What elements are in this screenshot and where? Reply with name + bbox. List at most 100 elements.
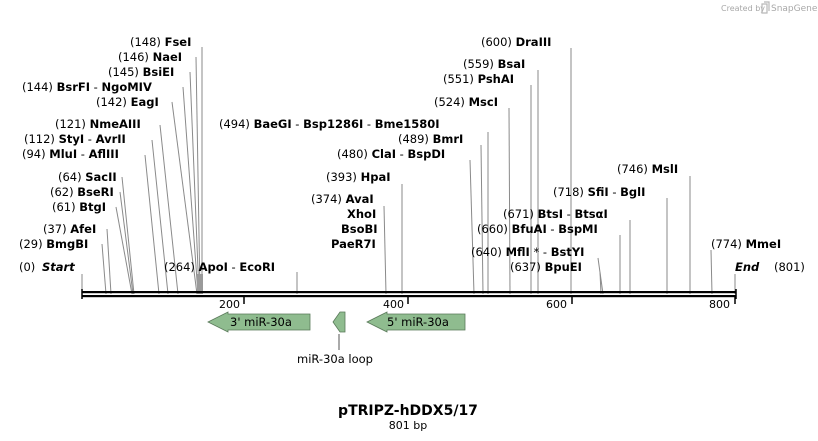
site-position: (62) bbox=[50, 185, 77, 199]
site-label-fsei: (148) FseI bbox=[130, 35, 191, 49]
feature-3-mir-30a[interactable]: 3' miR-30a bbox=[207, 311, 311, 333]
enzyme-name: MflI bbox=[506, 245, 530, 259]
site-position: (393) bbox=[326, 170, 361, 184]
leader-btgi bbox=[115, 206, 133, 295]
enzyme-name: MslI bbox=[652, 162, 679, 176]
enzyme-name: EcoRI bbox=[239, 260, 275, 274]
site-label-xhoi: XhoI bbox=[347, 207, 376, 221]
enzyme-name: BsrFI bbox=[57, 80, 90, 94]
site-label-bsobi: BsoBI bbox=[341, 222, 378, 236]
site-label-naei: (146) NaeI bbox=[118, 50, 182, 64]
enzyme-name: MmeI bbox=[746, 237, 782, 251]
enzyme-name: DraIII bbox=[516, 35, 552, 49]
site-label-bsiei: (145) BsiEI bbox=[108, 65, 174, 79]
site-position: (374) bbox=[311, 192, 346, 206]
leader-bmgbi bbox=[101, 243, 107, 295]
enzyme-name: AvaI bbox=[346, 192, 374, 206]
site-position: (142) bbox=[96, 95, 131, 109]
leader-bsiei bbox=[189, 71, 200, 295]
site-label-btgi: (61) BtgI bbox=[52, 200, 106, 214]
site-position: (112) bbox=[24, 132, 59, 146]
site-label-mlui: (94) MluI - AflIII bbox=[22, 147, 119, 161]
enzyme-name: BstYI bbox=[551, 245, 585, 259]
site-label-sfii: (718) SfiI - BglI bbox=[553, 185, 645, 199]
site-position: (29) bbox=[19, 237, 46, 251]
site-position: (264) bbox=[164, 260, 199, 274]
site-position: (746) bbox=[617, 162, 652, 176]
ruler-label-600: 600 bbox=[546, 298, 567, 311]
site-label-bpuei: (637) BpuEI bbox=[510, 260, 582, 274]
leader-bmri bbox=[480, 144, 484, 295]
site-separator: - bbox=[609, 185, 620, 199]
enzyme-name: BspMI bbox=[558, 222, 598, 236]
leader-avai bbox=[383, 205, 387, 295]
leader-afei bbox=[106, 228, 112, 295]
site-separator: - bbox=[77, 147, 88, 161]
site-label-clai: (480) ClaI - BspDI bbox=[337, 147, 445, 161]
site-label-msci: (524) MscI bbox=[434, 95, 498, 109]
features: 3' miR-30a miR-30a loop 5' miR-30a bbox=[207, 311, 466, 366]
site-leader-lines bbox=[81, 47, 736, 295]
site-position: (489) bbox=[398, 132, 433, 146]
site-position: (551) bbox=[443, 72, 478, 86]
enzyme-name: SacII bbox=[85, 170, 116, 184]
site-label-bmri: (489) BmrI bbox=[398, 132, 463, 146]
enzyme-name: BtgI bbox=[79, 200, 106, 214]
leader-msci bbox=[508, 107, 511, 295]
feature-label-3-mir-30a: 3' miR-30a bbox=[230, 315, 292, 329]
enzyme-name: ApoI bbox=[199, 260, 228, 274]
leader-styi bbox=[151, 139, 169, 295]
leader-clai bbox=[469, 159, 475, 295]
site-position: (144) bbox=[22, 80, 57, 94]
site-separator: - bbox=[84, 132, 95, 146]
end-label: End bbox=[735, 260, 760, 274]
enzyme-name: BsiEI bbox=[143, 65, 175, 79]
site-label-eagi: (142) EagI bbox=[96, 95, 159, 109]
site-label-hpai: (393) HpaI bbox=[326, 170, 391, 184]
site-label-styi: (112) StyI - AvrII bbox=[24, 132, 126, 146]
site-position: (637) bbox=[510, 260, 545, 274]
enzyme-name: Bsp1286I bbox=[303, 117, 363, 131]
site-position: (146) bbox=[118, 50, 153, 64]
site-label-bmgbi: (29) BmgBI bbox=[19, 237, 88, 251]
enzyme-name: MluI bbox=[49, 147, 77, 161]
enzyme-name: MscI bbox=[469, 95, 498, 109]
enzyme-name: ClaI bbox=[372, 147, 396, 161]
site-label-apoi: (264) ApoI - EcoRI bbox=[164, 260, 275, 274]
site-position: (494) bbox=[219, 117, 254, 131]
ruler: 200 400 600 800 bbox=[219, 297, 736, 311]
enzyme-name: BmrI bbox=[433, 132, 464, 146]
leader-mlui bbox=[144, 154, 160, 295]
ruler-label-800: 800 bbox=[709, 298, 730, 311]
map-length: 801 bp bbox=[389, 419, 427, 432]
start-label: Start bbox=[42, 260, 75, 274]
site-label-sacii: (64) SacII bbox=[58, 170, 117, 184]
enzyme-name: StyI bbox=[59, 132, 85, 146]
feature-5-mir-30a[interactable]: 5' miR-30a bbox=[366, 311, 466, 333]
site-label-mfli: (640) MflI * - BstYI bbox=[471, 245, 584, 259]
site-position: (660) bbox=[477, 222, 512, 236]
site-separator: - bbox=[292, 117, 303, 131]
enzyme-name: PaeR7I bbox=[331, 237, 376, 251]
restriction-site-labels: (148) FseI (146) NaeI (145) BsiEI (144) … bbox=[19, 35, 781, 274]
site-position: (671) bbox=[503, 207, 538, 221]
feature-label-mir-30a-loop: miR-30a loop bbox=[297, 352, 373, 366]
site-label-draiii: (600) DraIII bbox=[481, 35, 551, 49]
enzyme-name: AvrII bbox=[96, 132, 126, 146]
site-label-afei: (37) AfeI bbox=[43, 222, 96, 236]
snapgene-logo-icon bbox=[761, 1, 770, 14]
site-position: (480) bbox=[337, 147, 372, 161]
leader-bsrfi bbox=[182, 86, 199, 295]
site-separator: - bbox=[563, 207, 574, 221]
feature-mir-30a-loop[interactable]: miR-30a loop bbox=[297, 311, 373, 366]
site-position: (640) bbox=[471, 245, 506, 259]
enzyme-name: BpuEI bbox=[545, 260, 582, 274]
snapgene-watermark: Created by SnapGene bbox=[721, 1, 818, 14]
start-position: (0) bbox=[19, 260, 35, 274]
watermark-prefix: Created by bbox=[721, 4, 765, 13]
enzyme-name: BsaI bbox=[498, 57, 526, 71]
enzyme-name: Bme1580I bbox=[375, 117, 440, 131]
site-separator: * - bbox=[530, 245, 551, 259]
site-position: (559) bbox=[463, 57, 498, 71]
